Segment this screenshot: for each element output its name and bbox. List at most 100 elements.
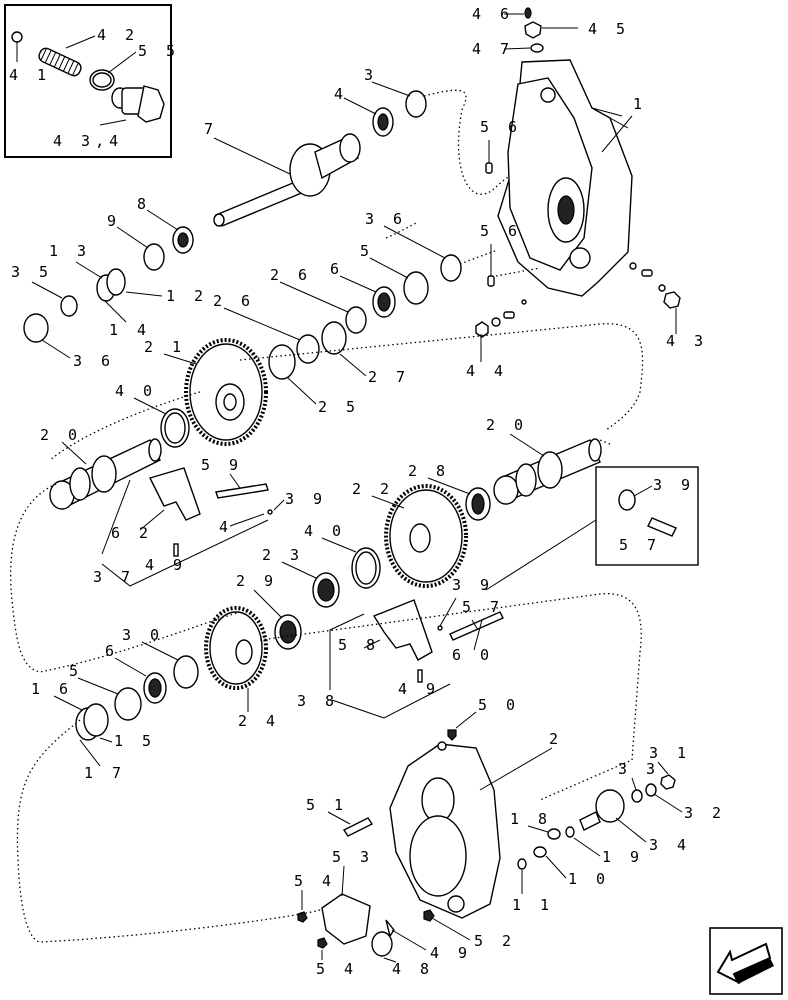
callout-52: 5 2 [474,932,516,950]
callout-5-low: 5 [69,662,83,680]
callout-14: 1 4 [109,321,151,339]
gear-21 [184,338,268,446]
inset-detail-box [4,4,172,158]
callout-7: 7 [204,120,218,138]
callout-20-right: 2 0 [486,416,528,434]
callout-17: 1 7 [84,764,126,782]
callout-11: 1 1 [512,896,554,914]
washer-18 [547,828,561,840]
ring-30 [173,655,199,689]
ring-25 [268,344,296,380]
bearing-4-inner [377,113,389,131]
ring-36-left [23,313,49,343]
callout-33: 3 3 [618,760,660,778]
bolt-56-bottom [487,275,495,287]
ring-12 [106,268,126,296]
callout-2: 2 [549,730,563,748]
screw-54-bottom [317,937,328,949]
side-fittings [475,262,681,338]
gear-22 [384,484,468,588]
callout-29: 2 9 [236,572,278,590]
callout-41: 4 1 [9,66,51,84]
callout-25: 2 5 [318,398,360,416]
callout-55: 5 5 [138,42,180,60]
callout-39-b: 3 9 [653,476,695,494]
ring-15 [83,703,109,737]
callout-36-right: 3 6 [365,210,407,228]
bolt-51 [342,817,374,837]
callout-54-bottom: 5 4 [316,960,358,978]
callout-45: 4 5 [588,20,630,38]
shaft-7 [213,133,361,227]
callout-49-b: 4 9 [398,680,440,698]
callout-57-a: 5 7 [619,536,661,554]
callout-40-mid: 4 0 [304,522,346,540]
ring-26-b [345,306,367,334]
ring-36-right [440,254,462,282]
callout-37: 3 7 [93,568,135,586]
callout-27: 2 7 [368,368,410,386]
callout-32: 3 2 [684,804,726,822]
callout-23: 2 3 [262,546,304,564]
callout-43: 4 3 [666,332,708,350]
washer-33 [631,789,643,803]
gear-24 [204,606,268,690]
bearing-6-low-inner [148,678,162,698]
callout-50: 5 0 [478,696,520,714]
bearing-28-inner [471,493,485,515]
callout-56-bottom: 5 6 [480,222,522,240]
shift-fork-62 [148,467,273,557]
callout-57-b: 5 7 [462,598,504,616]
callout-3: 3 [364,66,378,84]
nut-31 [660,774,676,790]
callout-24: 2 4 [238,712,280,730]
bracket-53 [321,893,371,945]
inset-pin-box [595,466,699,566]
callout-54-top: 5 4 [294,872,336,890]
plug-52 [423,909,435,922]
callout-16: 1 6 [31,680,73,698]
callout-48: 4 8 [392,960,434,978]
callout-6-low: 6 [105,642,119,660]
ring-5-low [114,687,142,721]
fitting-parts-top [503,7,578,53]
callout-9: 9 [107,212,121,230]
callout-31: 3 1 [649,744,691,762]
ring-35 [60,295,78,317]
shaft-20-left [49,438,162,510]
sleeve-39-detail [618,489,636,511]
callout-42: 4 2 [97,26,139,44]
callout-58: 5 8 [338,636,380,654]
callout-47: 4 7 [472,40,514,58]
callout-1: 1 [633,95,647,113]
callout-21: 2 1 [144,338,186,356]
callout-36-left: 3 6 [73,352,115,370]
screw-54-top [297,911,308,923]
shaft-20-right [493,438,602,505]
ring-40-mid-inner [355,551,377,585]
ring-5-top [403,271,429,305]
plug-50 [447,729,457,741]
inset-parts [11,31,165,126]
callout-4: 4 [334,85,348,103]
ring-40-top-inner [164,412,186,444]
callout-43-44: 4 3,4 [53,132,123,150]
callout-62: 6 2 [111,524,153,542]
callout-46: 4 6 [472,5,514,23]
actuator-34 [579,789,625,831]
callout-56-top: 5 6 [480,118,522,136]
switch-48 [371,919,395,957]
bearing-8-inner [177,232,189,248]
bolt-56-top [485,162,493,174]
bearing-23-inner [317,578,335,602]
callout-15: 1 5 [114,732,156,750]
callout-49-c: 4 9 [430,944,472,962]
callout-35: 3 5 [11,263,53,281]
assembly-dotted-lines [10,89,644,943]
callout-4-b: 4 [219,518,233,536]
callout-26-b: 2 6 [270,266,312,284]
callout-51: 5 1 [306,796,348,814]
callout-13: 1 3 [49,242,91,260]
callout-40-top: 4 0 [115,382,157,400]
